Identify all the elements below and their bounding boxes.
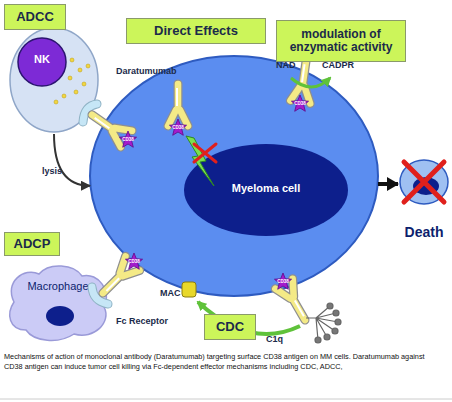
node-text: Death [392, 224, 452, 244]
part-label: MAC [160, 288, 181, 298]
mechanism-label: ADCP [4, 232, 60, 256]
antigen-label: CD38 [124, 259, 144, 264]
nk-cell: NK [8, 26, 100, 134]
edge-label: lysis [42, 166, 62, 176]
node-text: Direct Effects [127, 19, 265, 43]
part-label: Daratumumab [116, 66, 177, 76]
antigen-label: CD38 [273, 279, 293, 284]
node-text: ADCC [5, 5, 65, 29]
node-text: Macrophage [8, 280, 108, 296]
part-label: CADPR [322, 60, 354, 70]
separator [0, 399, 452, 400]
part-label: NAD [276, 60, 296, 70]
macrophage-cell: Macrophage [4, 262, 112, 342]
connector-arrow [378, 182, 398, 186]
node-text: CDC [205, 315, 255, 339]
nk-cell-shape [8, 26, 100, 134]
mechanism-label: modulation of enzymatic activity [276, 20, 406, 62]
node-text: NK [18, 53, 66, 71]
antigen-label: CD38 [168, 125, 188, 130]
part-label: C1q [266, 334, 283, 344]
node-text: ADCP [5, 233, 59, 255]
dead-cell: Death [398, 158, 450, 248]
antigen-label: CD38 [290, 101, 310, 106]
mechanism-label: CDC [204, 314, 256, 340]
antigen-label: CD38 [118, 137, 138, 142]
macrophage-cell-shape [4, 262, 112, 342]
mechanism-label: ADCC [4, 4, 66, 30]
mechanism-label: Direct Effects [126, 18, 266, 44]
part-label: Fc Receptor [116, 316, 168, 326]
node-text: Myeloma cell [188, 182, 344, 200]
c1q-complex [306, 303, 341, 343]
node-text: modulation of enzymatic activity [279, 21, 403, 61]
figure-caption: Mechanisms of action of monoclonal antib… [4, 352, 444, 372]
connector-arrow [54, 134, 90, 186]
